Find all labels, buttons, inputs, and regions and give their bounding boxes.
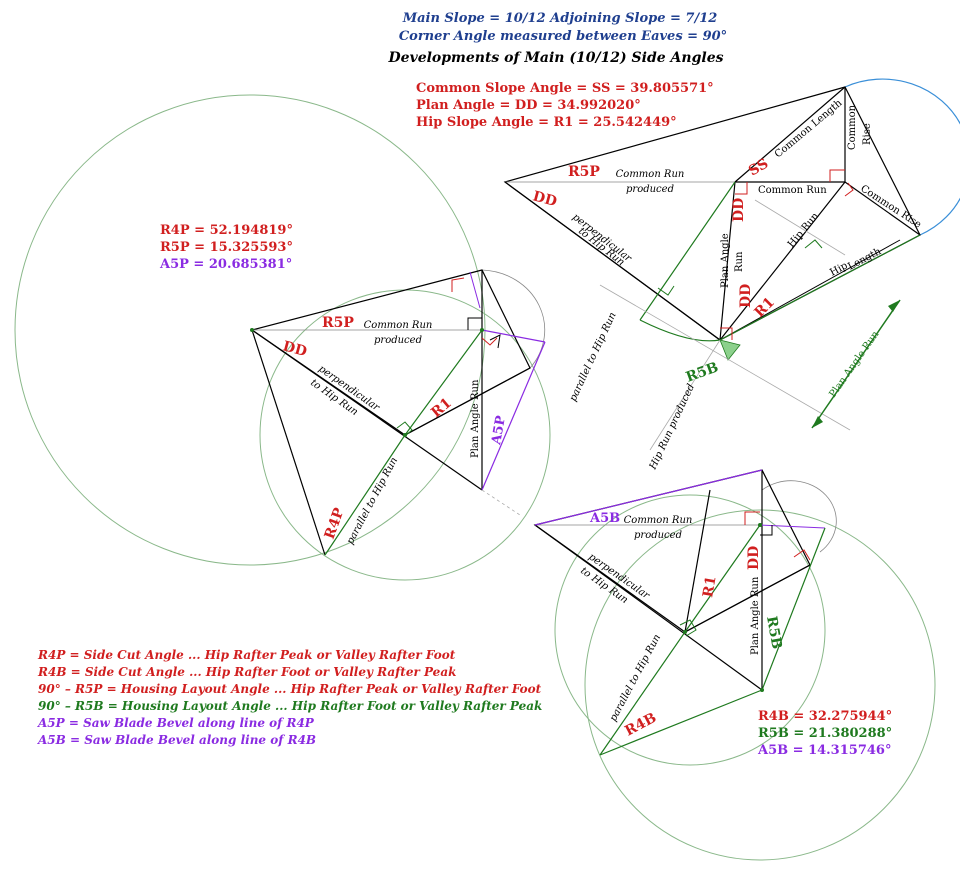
label-produced-base: produced	[634, 530, 682, 541]
label-r5b-base: R5B	[763, 615, 785, 651]
label-r1-main: R1	[752, 294, 778, 320]
plan-angle: Plan Angle = DD = 34.992020°	[416, 98, 641, 113]
page-title: Developments of Main (10/12) Side Angles	[388, 50, 724, 66]
legend: R4P = Side Cut Angle ... Hip Rafter Peak…	[37, 648, 542, 747]
peak-development: R4P = 52.194819° R5P = 15.325593° A5P = …	[159, 223, 546, 556]
base-development: A5B Common Run produced perpendicular to…	[533, 469, 892, 758]
legend-a5p: A5P = Saw Blade Bevel along line of R4P	[37, 716, 315, 730]
circle-base-large	[584, 509, 936, 861]
label-rise: Rise	[862, 123, 873, 145]
label-parallel-main: parallel to Hip Run	[568, 311, 619, 404]
label-dd-vertical-bottom: DD	[738, 284, 754, 308]
base-a5b-value: A5B = 14.315746°	[757, 743, 891, 758]
hip-slope-angle: Hip Slope Angle = R1 = 25.542449°	[416, 115, 677, 130]
label-parallel-base: parallel to Hip Run	[608, 633, 663, 724]
label-common-run-plain: Common Run	[758, 185, 827, 196]
header-slopes: Main Slope = 10/12 Adjoining Slope = 7/1…	[402, 11, 718, 26]
label-a5p: A5P	[489, 414, 509, 446]
label-plan-angle-run: Plan Angle Run	[827, 329, 881, 400]
main-development: R5P DD Common Run produced SS Common Len…	[503, 78, 960, 472]
label-dd-main: DD	[531, 188, 559, 210]
label-plan-angle-run-base: Plan Angle Run	[750, 576, 761, 655]
label-run-peak: Run	[470, 379, 481, 400]
label-dd-base: DD	[746, 546, 762, 570]
label-dd-peak: DD	[281, 338, 309, 360]
rise-arc	[844, 78, 960, 236]
label-run-main: Run	[734, 251, 745, 272]
label-common: Common	[847, 104, 858, 150]
label-dd-vertical-top: DD	[731, 198, 747, 222]
peak-r5p-value: R5P = 15.325593°	[160, 240, 293, 255]
label-a5b: A5B	[589, 511, 620, 526]
label-r1-base: R1	[700, 575, 719, 599]
peak-a5p-value: A5P = 20.685381°	[159, 257, 292, 272]
label-r4p: R4P	[322, 505, 348, 541]
label-r5p-main: R5P	[568, 164, 600, 180]
legend-r4b: R4B = Side Cut Angle ... Hip Rafter Foot…	[37, 665, 456, 679]
label-plan-angle-peak: Plan Angle	[470, 403, 481, 458]
label-parallel-peak: parallel to Hip Run	[345, 456, 400, 547]
circle-base-small	[554, 494, 826, 766]
label-produced-main: produced	[626, 184, 674, 195]
label-common-rise: Common Rise	[858, 183, 923, 230]
label-produced-peak: produced	[374, 335, 422, 346]
label-common-length: Common Length	[773, 97, 845, 160]
base-r5b-value: R5B = 21.380288°	[758, 726, 892, 741]
label-hip-run-produced: Hip Run produced	[647, 382, 697, 472]
label-common-run-main: Common Run	[616, 169, 685, 180]
legend-r4p: R4P = Side Cut Angle ... Hip Rafter Peak…	[37, 648, 456, 662]
header-corner-angle: Corner Angle measured between Eaves = 90…	[399, 29, 727, 44]
label-r5b-main: R5B	[684, 359, 721, 385]
common-slope-angle: Common Slope Angle = SS = 39.805571°	[416, 81, 714, 96]
legend-housing-peak: 90° – R5P = Housing Layout Angle ... Hip…	[38, 682, 542, 696]
label-hip-run-main: Hip Run	[786, 210, 822, 250]
label-common-run-base: Common Run	[624, 515, 693, 526]
label-r5p-peak: R5P	[322, 315, 354, 331]
peak-r4p-value: R4P = 52.194819°	[160, 223, 293, 238]
label-r1-peak: R1	[428, 395, 455, 421]
label-length: Length	[846, 246, 883, 273]
legend-a5b: A5B = Saw Blade Bevel along line of R4B	[37, 733, 316, 747]
label-plan-angle-main: Plan Angle	[720, 233, 731, 288]
base-r4b-value: R4B = 32.275944°	[758, 709, 892, 724]
label-common-run-peak: Common Run	[364, 320, 433, 331]
label-ss: SS	[746, 156, 771, 180]
legend-housing-foot: 90° – R5B = Housing Layout Angle ... Hip…	[38, 699, 542, 713]
